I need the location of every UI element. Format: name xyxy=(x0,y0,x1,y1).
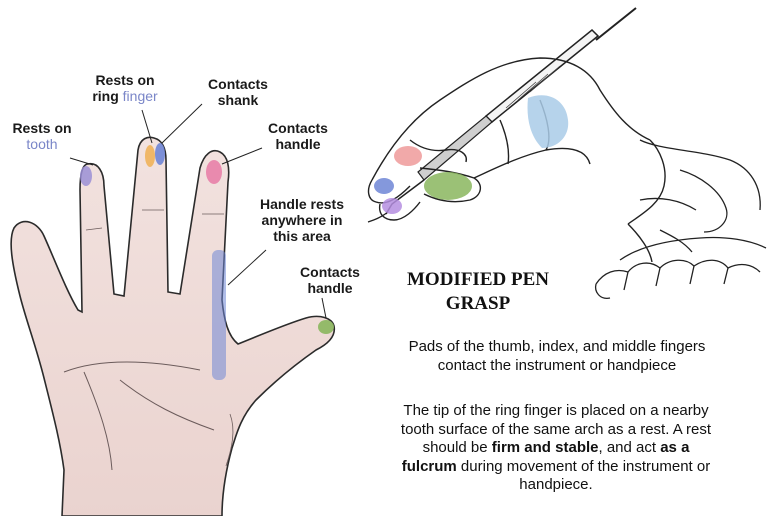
dental-instrument xyxy=(367,7,637,223)
label-line: Handle rests xyxy=(259,196,345,212)
description-paragraph-2: The tip of the ring finger is placed on … xyxy=(346,402,766,495)
label-line: this area xyxy=(273,228,331,244)
diagram-title: MODIFIED PEN GRASP xyxy=(388,268,568,316)
teeth-and-rest xyxy=(594,139,767,299)
handle-rest-area xyxy=(212,250,226,380)
title-line: MODIFIED PEN xyxy=(407,269,549,290)
tooth-rest-pad xyxy=(80,166,92,186)
label-contacts-handle-thumb: Contacts handle xyxy=(288,264,372,296)
text-span: , and act xyxy=(598,439,661,456)
label-line: handle xyxy=(275,136,321,152)
middle-pad-purple xyxy=(382,198,402,214)
label-line: Rests on xyxy=(12,120,72,136)
paragraph-line: contact the instrument or handpiece xyxy=(437,356,677,374)
label-contacts-shank: Contacts shank xyxy=(196,76,280,108)
label-line: handle xyxy=(307,280,353,296)
text-bold: firm and stable xyxy=(491,439,599,456)
index-pad-blue xyxy=(374,178,394,194)
handle-contact-pad xyxy=(206,160,222,184)
shank-contact-pad xyxy=(155,143,165,165)
title-line: GRASP xyxy=(445,293,511,314)
text-span: during movement of the instrument or xyxy=(456,457,711,475)
label-rests-on-tooth: Rests on tooth xyxy=(12,120,72,152)
paragraph-line: Pads of the thumb, index, and middle fin… xyxy=(408,338,706,355)
paragraph-line: tooth surface of the same arch as a rest… xyxy=(400,420,712,438)
palm-hand-outline xyxy=(10,136,336,516)
label-line: shank xyxy=(217,92,259,108)
paragraph-line: fulcrum during movement of the instrumen… xyxy=(346,458,766,477)
label-line: anywhere in xyxy=(261,212,343,228)
text-bold: fulcrum xyxy=(401,457,457,475)
label-line: Contacts xyxy=(300,264,360,280)
label-rests-on-ring-finger: Rests on ring finger xyxy=(82,72,168,104)
middle-finger-green xyxy=(424,172,472,200)
thumb-pad-red xyxy=(394,146,422,166)
label-line: Rests on xyxy=(95,72,155,88)
label-line: Contacts xyxy=(208,76,268,92)
label-line: ring finger xyxy=(82,88,168,104)
paragraph-line: should be firm and stable, and act as a xyxy=(346,439,766,458)
label-word: ring xyxy=(92,88,119,104)
label-contacts-handle-index: Contacts handle xyxy=(256,120,340,152)
label-handle-rests-area: Handle rests anywhere in this area xyxy=(252,196,352,244)
label-line-accent: tooth xyxy=(26,136,58,152)
description-paragraph-1: Pads of the thumb, index, and middle fin… xyxy=(352,338,762,375)
thumb-contact-pad xyxy=(318,320,334,334)
light-blue-area xyxy=(527,95,569,148)
label-line: Contacts xyxy=(268,120,328,136)
label-word-accent: finger xyxy=(122,88,158,104)
paragraph-line: handpiece. xyxy=(519,476,593,493)
ring-finger-pad xyxy=(145,145,155,167)
text-bold: as a xyxy=(660,439,690,456)
paragraph-line: The tip of the ring finger is placed on … xyxy=(403,402,709,419)
text-span: should be xyxy=(422,439,492,456)
